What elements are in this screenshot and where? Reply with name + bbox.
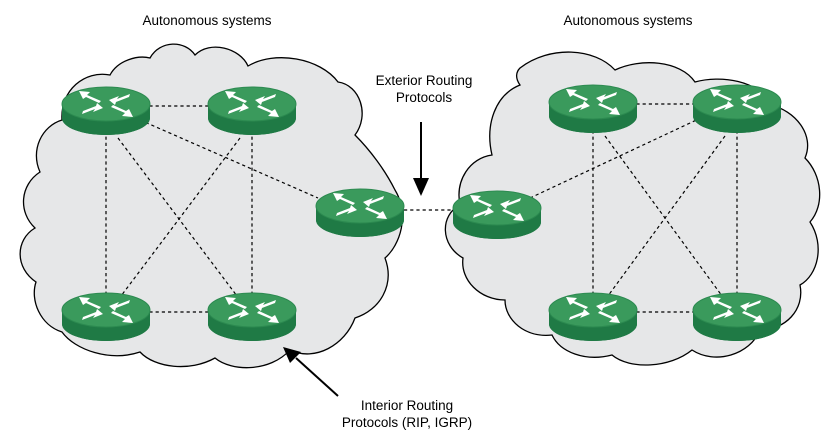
link-border-r2 (529, 115, 706, 199)
interior-label-line1: Interior Routing (361, 398, 453, 413)
router-icon (316, 189, 404, 237)
interior-arrow (295, 357, 339, 397)
router-icon (208, 87, 296, 135)
link-l1-border (139, 119, 319, 199)
left-cloud-title: Autonomous systems (142, 13, 271, 28)
router-icon (549, 85, 637, 133)
exterior-arrow-head (413, 178, 429, 196)
router-icon (62, 293, 150, 341)
link-r2-r3 (604, 135, 726, 301)
right-cloud-title: Autonomous systems (563, 13, 692, 28)
router-icon (62, 87, 150, 135)
interior-arrow-head (283, 347, 301, 363)
link-l2-l3 (117, 137, 241, 301)
router-icon (208, 293, 296, 341)
exterior-label-line2: Protocols (396, 90, 453, 105)
router-icon (453, 191, 541, 239)
router-icon (693, 85, 781, 133)
router-icon (549, 293, 637, 341)
interior-label-line2: Protocols (RIP, IGRP) (342, 415, 472, 430)
exterior-label-line1: Exterior Routing (376, 73, 473, 88)
router-icon (693, 293, 781, 341)
